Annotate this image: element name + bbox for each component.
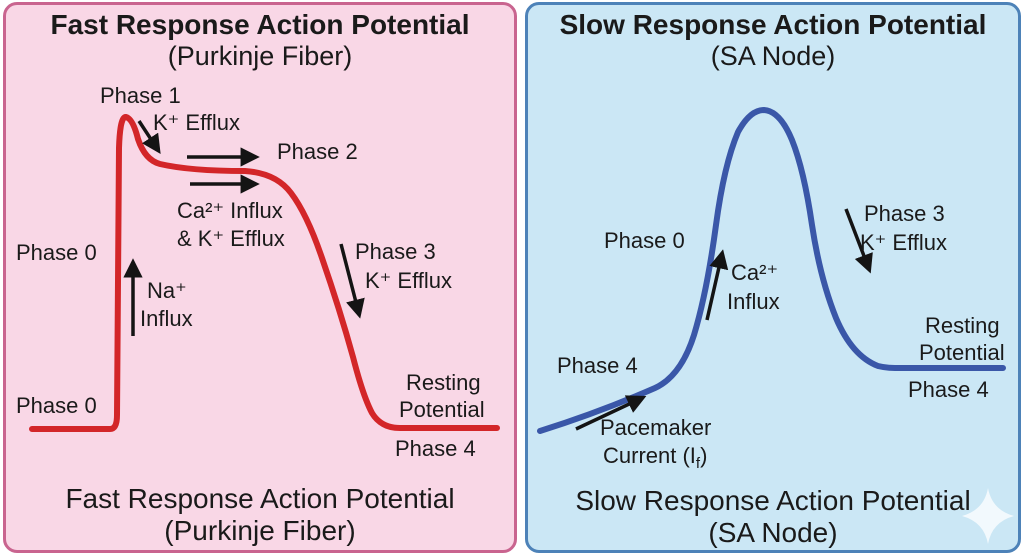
fast-response-panel — [3, 2, 517, 553]
slow-phase4-left-label: Phase 4 — [557, 353, 638, 378]
slow-phase3-ion-label: K⁺ Efflux — [860, 230, 948, 255]
ca-influx-arrow — [705, 249, 729, 321]
fast-phase3-arrow — [339, 243, 365, 319]
fast-phase0-lower-label: Phase 0 — [16, 393, 97, 418]
slow-caption-line1: Slow Response Action Potential — [575, 485, 971, 516]
na-influx-label: Influx — [140, 306, 193, 331]
pacemaker-label-line2: Current (If) — [603, 443, 708, 472]
slow-ap-curve — [537, 106, 1006, 434]
fast-phase0-upper-label: Phase 0 — [16, 240, 97, 265]
fast-panel-title: Fast Response Action Potential — [50, 9, 470, 40]
fast-phase2-ion-line1: Ca²⁺ Influx — [177, 198, 283, 223]
sparkle-icon — [962, 488, 1014, 544]
slow-phase3-label: Phase 3 — [864, 201, 945, 226]
fast-phase2-ion-line2: & K⁺ Efflux — [177, 226, 285, 251]
na-ion-label: Na⁺ — [147, 278, 187, 303]
slow-resting-line1: Resting — [925, 313, 1000, 338]
fast-phase2-label: Phase 2 — [277, 139, 358, 164]
slow-panel-title: Slow Response Action Potential — [559, 9, 987, 40]
fast-ap-curve — [29, 114, 500, 432]
fast-resting-line2: Potential — [399, 397, 485, 422]
slow-caption-line2: (SA Node) — [708, 517, 838, 548]
fast-panel-subtitle: (Purkinje Fiber) — [167, 41, 353, 71]
slow-phase0-label: Phase 0 — [604, 228, 685, 253]
fast-phase1-ion-label: K⁺ Efflux — [153, 110, 241, 135]
fast-phase3-ion-label: K⁺ Efflux — [365, 268, 453, 293]
slow-panel-subtitle: (SA Node) — [710, 41, 836, 71]
fast-caption-line2: (Purkinje Fiber) — [164, 515, 356, 546]
phase1-arrow — [137, 120, 161, 155]
fast-phase1-label: Phase 1 — [100, 83, 181, 108]
fast-phase4-label: Phase 4 — [395, 436, 476, 461]
pacemaker-label-line1: Pacemaker — [600, 415, 712, 440]
fast-phase3-label: Phase 3 — [355, 239, 436, 264]
pacemaker-current-arrow — [575, 395, 647, 431]
slow-resting-line2: Potential — [919, 340, 1005, 365]
slow-response-panel — [525, 2, 1021, 553]
fast-caption-line1: Fast Response Action Potential — [65, 483, 455, 514]
ca-influx-label: Influx — [727, 289, 780, 314]
slow-phase3-arrow — [844, 208, 873, 274]
fast-resting-line1: Resting — [406, 370, 481, 395]
slow-phase4-right-label: Phase 4 — [908, 377, 989, 402]
ca-ion-label: Ca²⁺ — [731, 260, 779, 285]
